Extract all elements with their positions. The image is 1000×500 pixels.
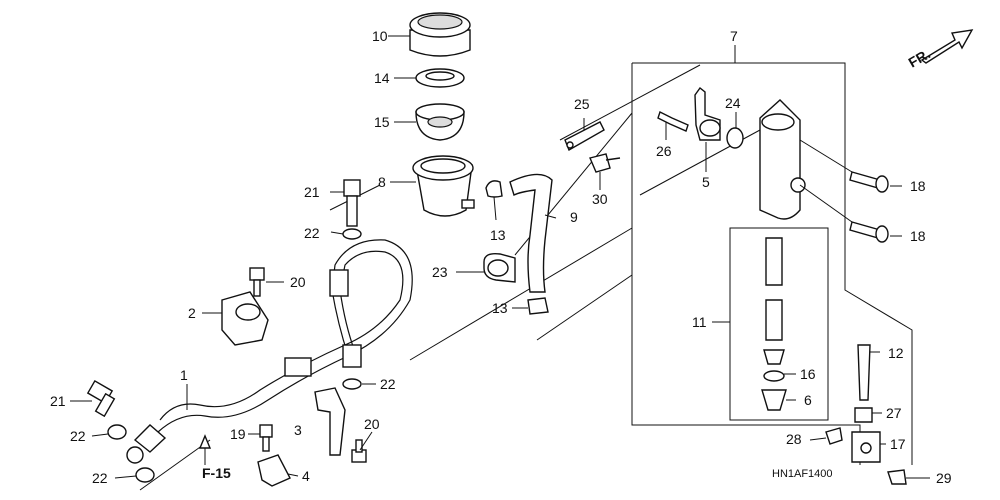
reservoir-stay — [564, 121, 605, 152]
label-22-upper: 22 — [304, 225, 320, 241]
hose-joint — [657, 86, 721, 141]
stay-bolt — [589, 153, 621, 173]
o-ring — [726, 127, 744, 149]
push-rod-assembly — [851, 344, 881, 463]
part-labels: 10 14 15 8 7 9 13 23 13 25 30 26 5 24 18… — [50, 28, 952, 486]
hose-clip-lower — [527, 297, 549, 315]
reservoir-cap — [409, 12, 471, 57]
diaphragm — [415, 103, 465, 141]
label-30: 30 — [592, 191, 608, 207]
label-27: 27 — [886, 405, 902, 421]
label-18-upper: 18 — [910, 178, 926, 194]
master-cylinder-body — [759, 99, 806, 220]
assembly-11-box — [729, 227, 829, 421]
label-20-upper: 20 — [290, 274, 306, 290]
label-6: 6 — [804, 392, 812, 408]
sealing-washer-mid — [342, 378, 362, 390]
label-19: 19 — [230, 426, 246, 442]
sealing-washer-upper — [342, 228, 362, 240]
label-4: 4 — [302, 468, 310, 484]
label-5: 5 — [702, 174, 710, 190]
label-11: 11 — [692, 314, 707, 330]
label-3: 3 — [294, 422, 302, 438]
sealing-washer-left — [107, 424, 127, 440]
label-28: 28 — [786, 431, 802, 447]
label-21-upper: 21 — [304, 184, 320, 200]
label-7: 7 — [730, 28, 738, 44]
label-12: 12 — [888, 345, 904, 361]
hose-guide-bracket — [314, 387, 367, 463]
hose-fitting-upper — [329, 269, 362, 368]
banjo-bolt-lower — [86, 379, 116, 418]
label-29: 29 — [936, 470, 952, 486]
reservoir — [412, 155, 475, 217]
label-13-lower: 13 — [492, 300, 508, 316]
label-14: 14 — [374, 70, 390, 86]
label-18-lower: 18 — [910, 228, 926, 244]
label-21-lower: 21 — [50, 393, 66, 409]
reservoir-hose — [509, 173, 553, 293]
assembly-7-outline — [632, 62, 913, 465]
label-24: 24 — [725, 95, 741, 111]
label-10: 10 — [372, 28, 388, 44]
sealing-washer-bottom — [135, 467, 155, 483]
hose-protector — [284, 357, 312, 377]
label-13-upper: 13 — [490, 227, 506, 243]
banjo-bolt-upper — [343, 179, 361, 227]
label-22-bottom: 22 — [92, 470, 108, 486]
joint-clip — [887, 469, 907, 485]
brake-hose — [157, 239, 413, 433]
diagram-code: HN1AF1400 — [772, 468, 833, 480]
reference-label: F-15 — [202, 465, 231, 481]
label-8: 8 — [378, 174, 386, 190]
leader-lines — [70, 35, 930, 479]
piston-set — [761, 237, 787, 411]
front-direction-arrow: FR. — [906, 29, 974, 71]
label-17: 17 — [890, 436, 906, 452]
hose-clamp-bracket — [221, 267, 269, 346]
label-23: 23 — [432, 264, 448, 280]
label-20-lower: 20 — [364, 416, 380, 432]
label-26: 26 — [656, 143, 672, 159]
label-9: 9 — [570, 209, 578, 225]
label-15: 15 — [374, 114, 390, 130]
label-1: 1 — [180, 367, 188, 383]
label-2: 2 — [188, 305, 196, 321]
diaphragm-plate — [415, 68, 465, 88]
label-25: 25 — [574, 96, 590, 112]
reference-arrow — [198, 434, 212, 449]
label-22-mid: 22 — [380, 376, 396, 392]
cotter-pin — [825, 427, 843, 445]
hose-clip-upper — [485, 180, 503, 198]
hose-clamp-small — [257, 424, 291, 487]
label-22-left: 22 — [70, 428, 86, 444]
label-16: 16 — [800, 366, 816, 382]
hose-fitting-lower — [126, 424, 167, 464]
hose-clamp — [483, 252, 516, 283]
direction-label: FR. — [906, 45, 934, 70]
